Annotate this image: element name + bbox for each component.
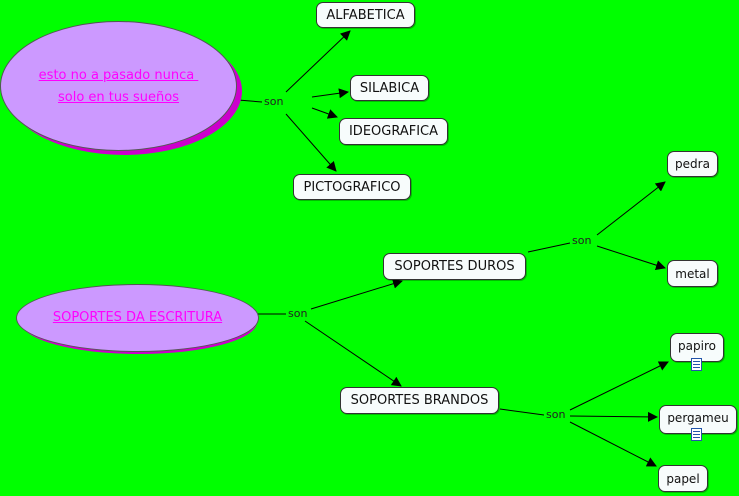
concept-pedra[interactable]: pedra — [667, 151, 718, 177]
link-label-son: son — [286, 307, 310, 320]
concept-soportes-duros[interactable]: SOPORTES DUROS — [383, 253, 526, 280]
concept-pictografico[interactable]: PICTOGRAFICO — [293, 174, 411, 200]
concept-metal[interactable]: metal — [667, 260, 718, 287]
concept-papiro[interactable]: papiro — [670, 333, 724, 362]
root-top-line1: esto no a pasado nunca — [38, 68, 199, 83]
link-label-son: son — [570, 234, 594, 247]
concept-ideografica[interactable]: IDEOGRAFICA — [339, 118, 448, 145]
root-concept-top[interactable]: esto no a pasado nunca solo en tus sueño… — [0, 21, 237, 151]
concept-soportes-brandos[interactable]: SOPORTES BRANDOS — [340, 387, 499, 414]
concept-alfabetica[interactable]: ALFABETICA — [316, 2, 415, 28]
concept-silabica[interactable]: SILABICA — [350, 75, 429, 101]
root-top-line2: solo en tus sueños — [57, 90, 179, 105]
root-concept-bottom[interactable]: SOPORTES DA ESCRITURA — [16, 284, 259, 352]
root-bottom-label: SOPORTES DA ESCRITURA — [52, 310, 223, 325]
document-icon[interactable] — [691, 428, 702, 441]
link-label-son: son — [544, 408, 568, 421]
document-icon[interactable] — [691, 358, 702, 371]
link-label-son: son — [262, 95, 286, 108]
concept-papel[interactable]: papel — [658, 465, 708, 492]
